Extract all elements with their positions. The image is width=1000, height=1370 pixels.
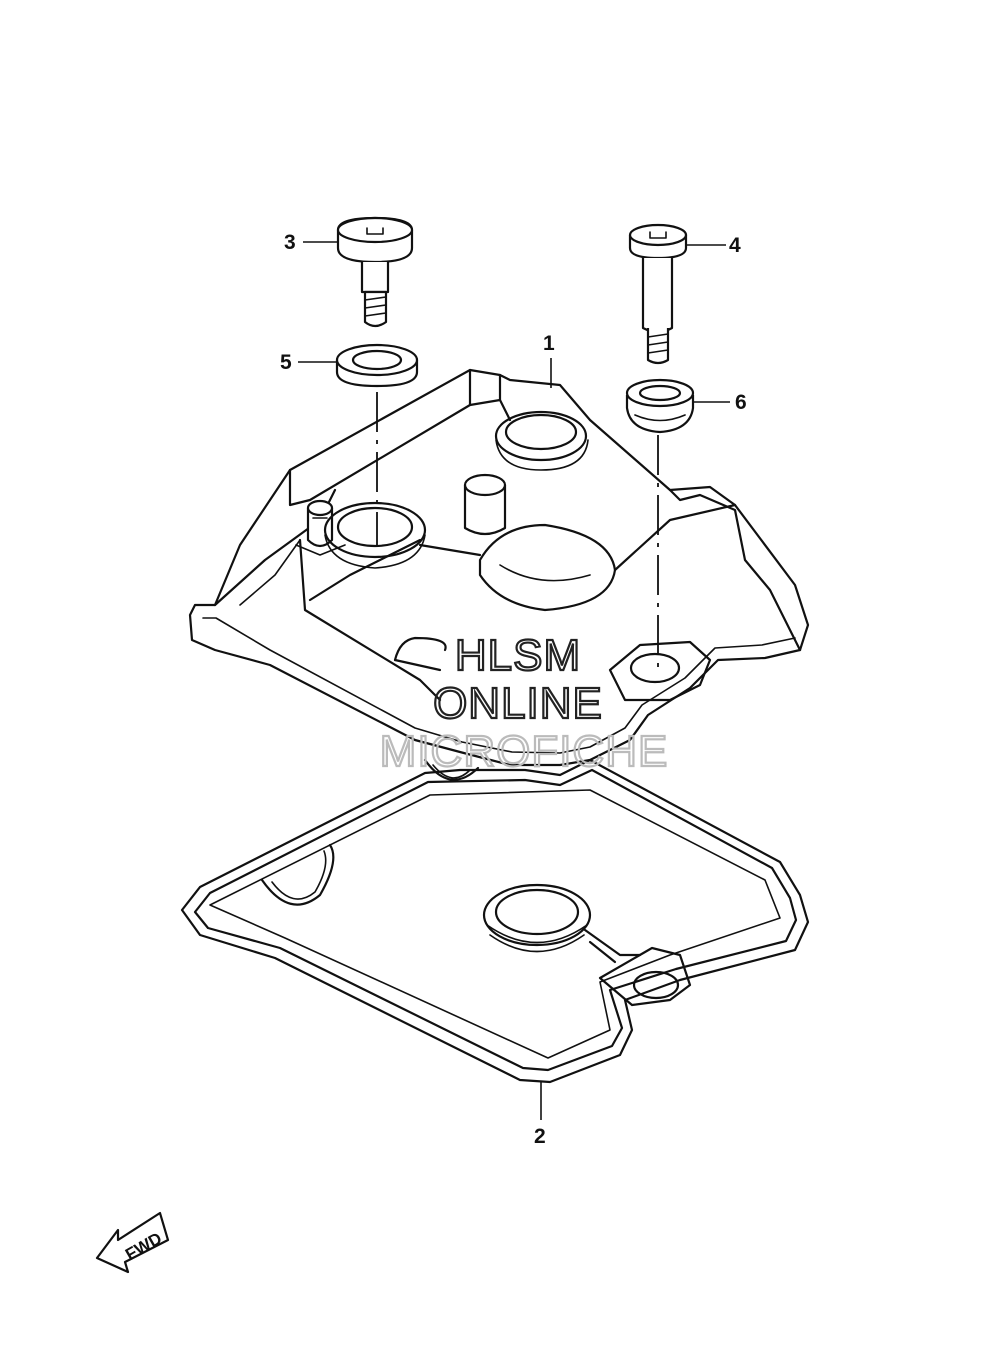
callout-4[interactable]: 4 (729, 234, 741, 257)
watermark-line-2: ONLINE (433, 679, 603, 728)
watermark: HLSM ONLINE MICROFICHE (379, 630, 669, 777)
part-5-washer (298, 343, 419, 388)
watermark-line-3: MICROFICHE (380, 727, 669, 776)
callout-1[interactable]: 1 (543, 332, 555, 355)
part-1-cylinder-head-cover (188, 358, 810, 767)
callout-5[interactable]: 5 (280, 351, 292, 374)
part-6-grommet (625, 378, 730, 434)
part-4-bolt (628, 223, 726, 365)
callout-6[interactable]: 6 (735, 391, 747, 414)
forward-arrow-icon: FWD (95, 1211, 170, 1274)
part-2-gasket (180, 758, 810, 1120)
watermark-line-1: HLSM (455, 631, 581, 680)
part-3-bolt (303, 216, 414, 328)
callout-3[interactable]: 3 (284, 231, 296, 254)
callout-2[interactable]: 2 (534, 1125, 546, 1148)
